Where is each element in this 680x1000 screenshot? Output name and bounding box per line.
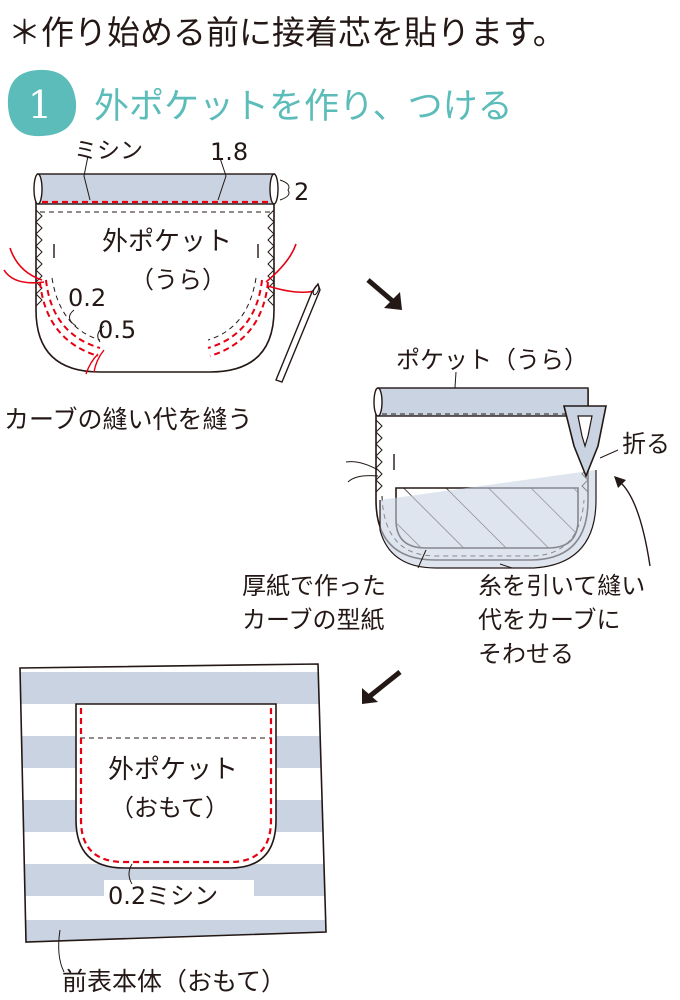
dim-2: 2 <box>294 178 309 206</box>
label-machine-stitch: ミシン <box>74 138 143 164</box>
figure-2-fold-with-template: ポケット（うら） 折る 厚紙で作った カーブの型紙 糸を引いて縫い <box>242 346 670 668</box>
fold-arrow <box>619 481 651 567</box>
pocket-1-curve-stitch-left <box>39 281 99 357</box>
label-fold: 折る <box>622 430 670 458</box>
pocket-1-curve-stitch-right <box>209 281 269 357</box>
thread-label-line2: 代をカーブに <box>478 606 621 634</box>
arrow-down-left-icon <box>362 670 402 704</box>
step-heading: 1 外ポケットを作り、つける <box>7 69 513 137</box>
front-body-label: 前表本体（おもて） <box>62 967 286 996</box>
arrow-down-right-icon <box>366 278 402 310</box>
dim-1-8: 1.8 <box>210 138 248 166</box>
pocket-1-body <box>35 177 275 373</box>
needle-icon <box>275 282 321 383</box>
figure-1-sew-curve: ミシン 1.8 2 外ポケット （うら） 0.2 0.5 カーブの縫い代を縫う <box>3 138 321 434</box>
pocket-1-label-line2: （うら） <box>130 266 226 294</box>
pocket-3-label-line1: 外ポケット <box>108 755 238 785</box>
step-number-badge <box>7 69 77 137</box>
header-note: ＊作り始める前に接着芯を貼ります。 <box>8 13 566 52</box>
thread-label-line3: そわせる <box>478 640 574 668</box>
iron-icon <box>562 405 607 479</box>
template-label-line1: 厚紙で作った <box>242 572 386 600</box>
template-label-line2: カーブの型紙 <box>242 606 385 634</box>
pocket-3-attach-stitch <box>79 708 273 864</box>
pocket-3-body <box>75 703 277 869</box>
step-number: 1 <box>28 83 52 127</box>
thread-tail-left <box>3 247 45 284</box>
thread-label-line1: 糸を引いて縫い <box>478 572 645 600</box>
dim-0-2: 0.2 <box>68 284 106 312</box>
figure-1-caption: カーブの縫い代を縫う <box>4 405 253 434</box>
pocket-2-label: ポケット（うら） <box>396 346 588 374</box>
label-0-2-stitch: 0.2ミシン <box>108 882 218 910</box>
dim-0-5: 0.5 <box>98 316 136 344</box>
pocket-3-label-line2: （おもて） <box>110 794 229 822</box>
step-title: 外ポケットを作り、つける <box>94 87 513 127</box>
pocket-1-label-line1: 外ポケット <box>102 227 232 257</box>
pocket-1-fold-band <box>37 173 275 205</box>
figure-3-attach-pocket: 外ポケット （おもて） 0.2ミシン 前表本体（おもて） <box>19 663 327 996</box>
pocket-1-zigzag-edge <box>35 209 275 307</box>
